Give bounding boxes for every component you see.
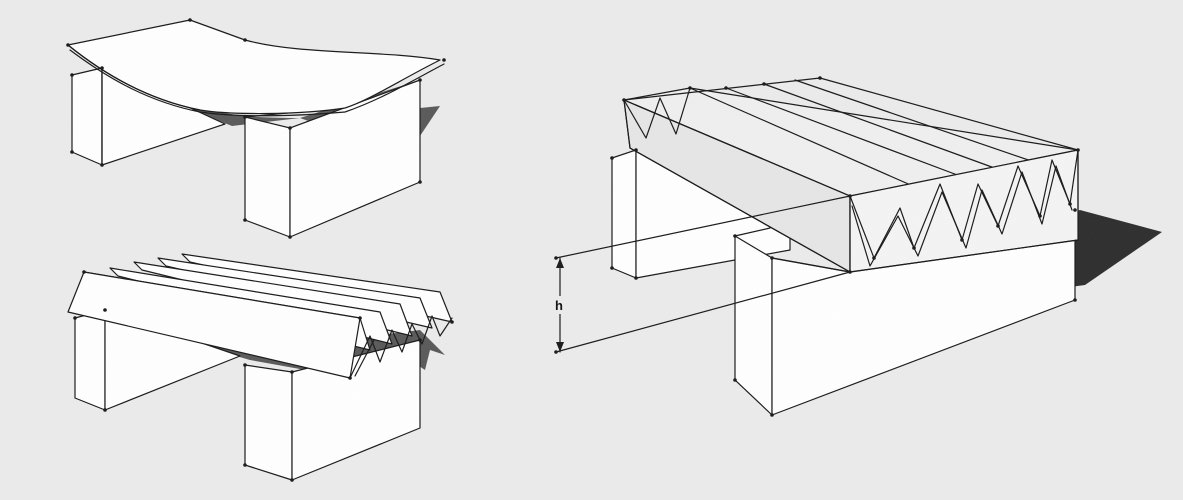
joint-dot	[348, 376, 352, 380]
joint-dot	[418, 180, 422, 184]
joint-dot	[100, 163, 104, 167]
joint-dot	[418, 338, 422, 342]
joint-dot	[1068, 202, 1072, 206]
joint-dot	[100, 66, 104, 70]
joint-dot	[733, 234, 737, 238]
joint-dot	[358, 316, 362, 320]
joint-dot	[1038, 214, 1042, 218]
joint-dot	[450, 320, 454, 324]
joint-dot	[848, 270, 852, 274]
joint-dot	[818, 76, 822, 80]
joint-dot	[243, 218, 247, 222]
joint-dot	[418, 78, 422, 82]
joint-dot	[634, 276, 638, 280]
joint-dot	[103, 408, 107, 412]
joint-dot	[1073, 298, 1077, 302]
joint-dot	[996, 224, 1000, 228]
joint-dot	[554, 350, 558, 354]
joint-dot	[243, 38, 247, 42]
joint-dot	[243, 363, 247, 367]
joint-dot	[82, 270, 86, 274]
joint-dot	[848, 194, 852, 198]
joint-dot	[610, 266, 614, 270]
joint-dot	[634, 148, 638, 152]
joint-dot	[1073, 208, 1077, 212]
joint-dot	[610, 156, 614, 160]
joint-dot	[733, 378, 737, 382]
joint-dot	[243, 115, 247, 119]
joint-dot	[770, 413, 774, 417]
joint-dot	[188, 18, 192, 22]
joint-dot	[70, 73, 74, 77]
joint-dot	[622, 98, 626, 102]
joint-dot	[1076, 148, 1080, 152]
joint-dot	[554, 256, 558, 260]
joint-dot	[770, 256, 774, 260]
joint-dot	[288, 126, 292, 130]
joint-dot	[290, 478, 294, 482]
joint-dot	[103, 308, 107, 312]
joint-dot	[872, 256, 876, 260]
dimension-label-h: h	[555, 298, 563, 313]
joint-dot	[912, 246, 916, 250]
joint-dot	[762, 82, 766, 86]
joint-dot	[960, 238, 964, 242]
joint-dot	[290, 370, 294, 374]
joint-dot	[243, 463, 247, 467]
joint-dot	[70, 150, 74, 154]
joint-dot	[688, 86, 692, 90]
joint-dot	[66, 43, 70, 47]
joint-dot	[442, 58, 446, 62]
joint-dot	[288, 235, 292, 239]
joint-dot	[724, 86, 728, 90]
joint-dot	[73, 316, 77, 320]
